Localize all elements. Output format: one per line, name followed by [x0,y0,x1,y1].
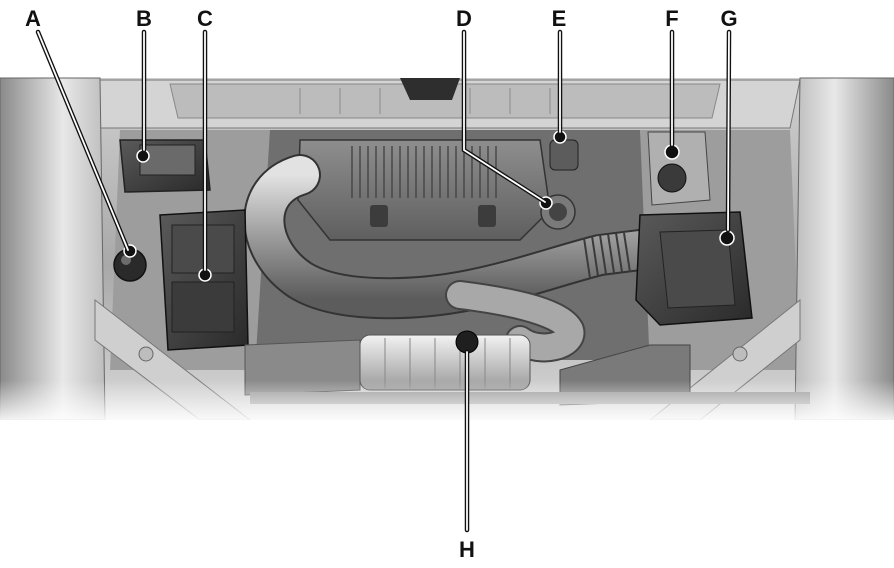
callout-a: A [25,6,41,31]
callout-f: F [665,6,678,31]
coolant-reservoir [647,131,711,206]
callout-b: B [136,6,152,31]
callout-c: C [197,6,213,31]
callout-h: H [459,537,475,562]
callout-d: D [456,6,472,31]
oil-filler-cap [539,194,576,230]
bottom-fade [0,380,894,425]
coolant-bottle [359,330,531,391]
callout-g: G [720,6,737,31]
fuse-box [119,139,211,193]
brake-fluid-reservoir [549,130,579,171]
callout-e: E [552,6,567,31]
engine-cover [297,139,551,241]
air-filter-box [635,211,753,326]
leader-lines [35,29,732,533]
lower-blank [0,420,894,568]
intake-tube [243,154,661,363]
